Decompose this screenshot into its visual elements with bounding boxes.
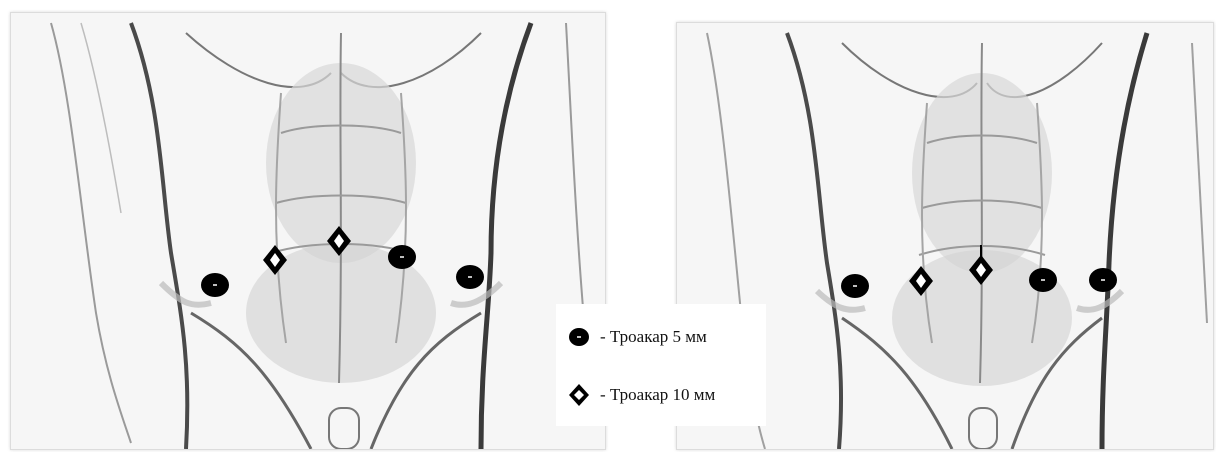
- trocar-10mm-diamond-icon: [568, 384, 590, 406]
- trocar-5mm-marker: [1029, 268, 1057, 292]
- trocar-5mm-marker: [841, 274, 869, 298]
- trocar-5mm-marker: [1089, 268, 1117, 292]
- legend: - Троакар 5 мм - Троакар 10 мм: [556, 304, 766, 426]
- legend-item-trocar-10mm: - Троакар 10 мм: [568, 384, 715, 406]
- left-abdomen-sketch: [11, 13, 605, 449]
- legend-item-trocar-5mm: - Троакар 5 мм: [568, 326, 707, 348]
- trocar-5mm-dot-icon: [568, 326, 590, 348]
- left-abdomen-panel: [10, 12, 606, 450]
- trocar-5mm-marker: [456, 265, 484, 289]
- trocar-5mm-marker: [388, 245, 416, 269]
- legend-label-trocar-10mm: - Троакар 10 мм: [600, 385, 715, 405]
- legend-label-trocar-5mm: - Троакар 5 мм: [600, 327, 707, 347]
- trocar-5mm-marker: [201, 273, 229, 297]
